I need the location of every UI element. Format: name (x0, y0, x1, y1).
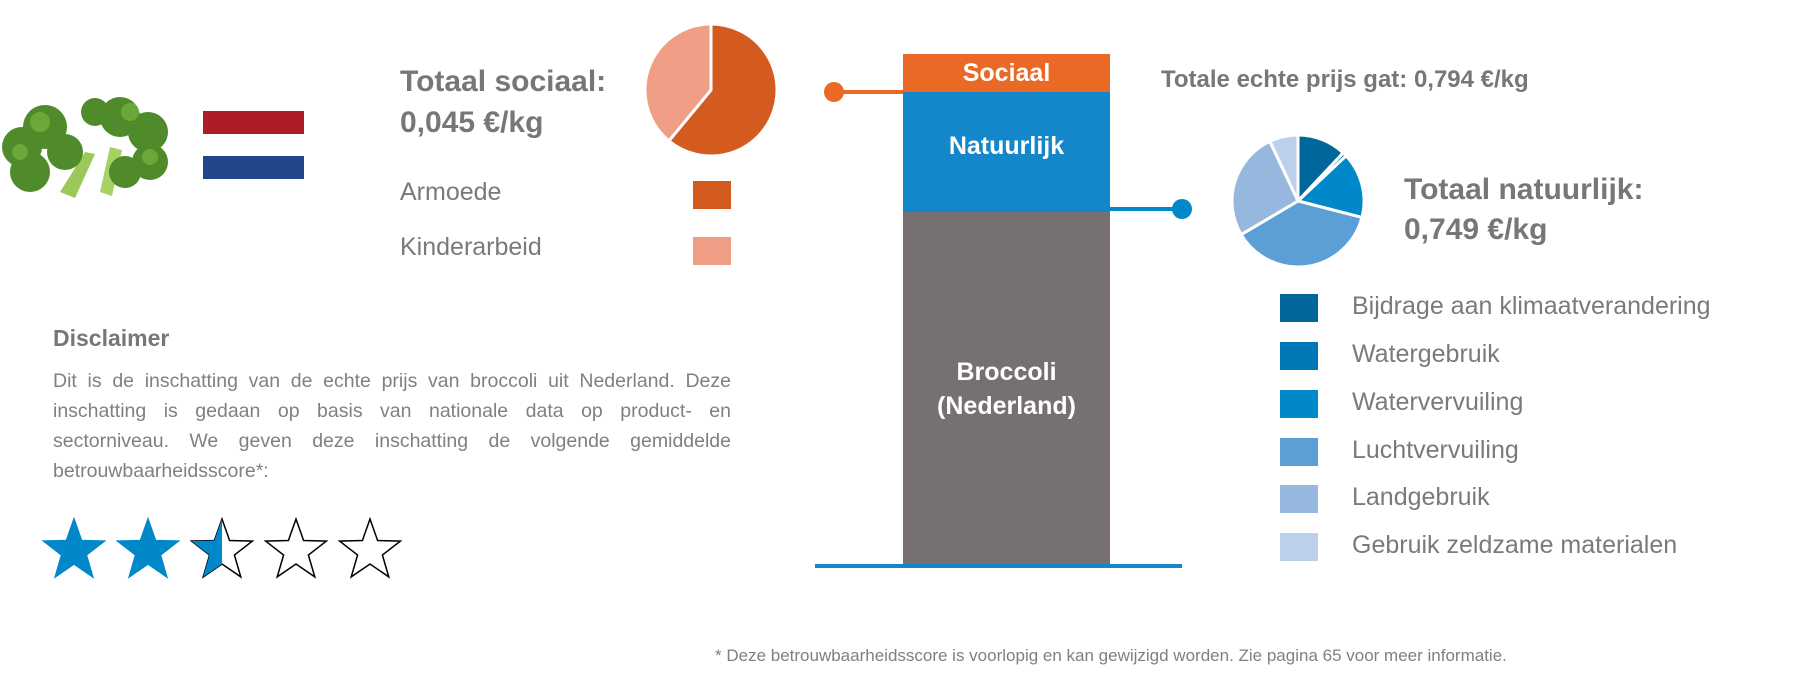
social-connector (824, 82, 903, 102)
broccoli-image (2, 97, 168, 198)
bar-segment-sociaal: Sociaal (903, 54, 1110, 92)
star-icon (263, 516, 329, 579)
legend-swatch-landgebruik (1280, 485, 1318, 513)
legend-label-armoede: Armoede (400, 178, 502, 206)
footnote: * Deze betrouwbaarheidsscore is voorlopi… (715, 646, 1507, 665)
natural-value: 0,749 €/kg (1404, 213, 1548, 246)
bar-segment-natuurlijk: Natuurlijk (903, 92, 1110, 212)
star-icon (41, 516, 107, 579)
star-icon (189, 516, 255, 579)
legend-label-bijdrage-aan-klimaatverandering: Bijdrage aan klimaatverandering (1352, 292, 1711, 320)
legend-swatch-luchtvervuiling (1280, 438, 1318, 466)
bar-segment-product: Broccoli (Nederland) (903, 212, 1110, 565)
bar-baseline (815, 564, 1182, 568)
legend-swatch-watervervuiling (1280, 390, 1318, 418)
legend-swatch-bijdrage-aan-klimaatverandering (1280, 294, 1318, 322)
disclaimer-title: Disclaimer (53, 325, 170, 351)
natural-title: Totaal natuurlijk: (1404, 173, 1644, 206)
social-pie-chart (643, 22, 779, 158)
disclaimer-text: Dit is de inschatting van de echte prijs… (53, 370, 731, 482)
pie-slice-gebruik-zeldzame-materialen (1267, 133, 1300, 202)
natural-connector (1110, 199, 1192, 219)
legend-label-luchtvervuiling: Luchtvervuiling (1352, 436, 1519, 464)
legend-swatch-kinderarbeid (693, 237, 731, 265)
social-title: Totaal sociaal: (400, 65, 607, 98)
bar-label-natuurlijk: Natuurlijk (948, 132, 1065, 160)
pie-slice-watervervuiling (1294, 153, 1366, 220)
star-icon (337, 516, 403, 579)
legend-label-watergebruik: Watergebruik (1352, 340, 1500, 368)
bar-label-sociaal: Sociaal (962, 58, 1051, 87)
pie-slice-kinderarbeid (643, 22, 713, 143)
legend-label-kinderarbeid: Kinderarbeid (400, 233, 542, 261)
legend-label-watervervuiling: Watervervuiling (1352, 388, 1524, 416)
social-value: 0,045 €/kg (400, 106, 544, 139)
natural-pie-chart (1230, 133, 1366, 269)
rating-stars (41, 516, 403, 579)
legend-swatch-gebruik-zeldzame-materialen (1280, 533, 1318, 561)
true-price-gap: Totale echte prijs gat: 0,794 €/kg (1161, 66, 1529, 93)
star-icon (115, 516, 181, 579)
pie-slice-landgebruik (1230, 139, 1300, 237)
legend-label-gebruik-zeldzame-materialen: Gebruik zeldzame materialen (1352, 531, 1678, 559)
bar-label-product: Broccoli (956, 357, 1057, 386)
legend-label-landgebruik: Landgebruik (1352, 483, 1490, 511)
netherlands-flag (203, 111, 304, 179)
pie-slice-armoede (666, 22, 779, 158)
legend-swatch-watergebruik (1280, 342, 1318, 370)
bar-label-country: (Nederland) (937, 391, 1076, 420)
legend-swatch-armoede (693, 181, 731, 209)
